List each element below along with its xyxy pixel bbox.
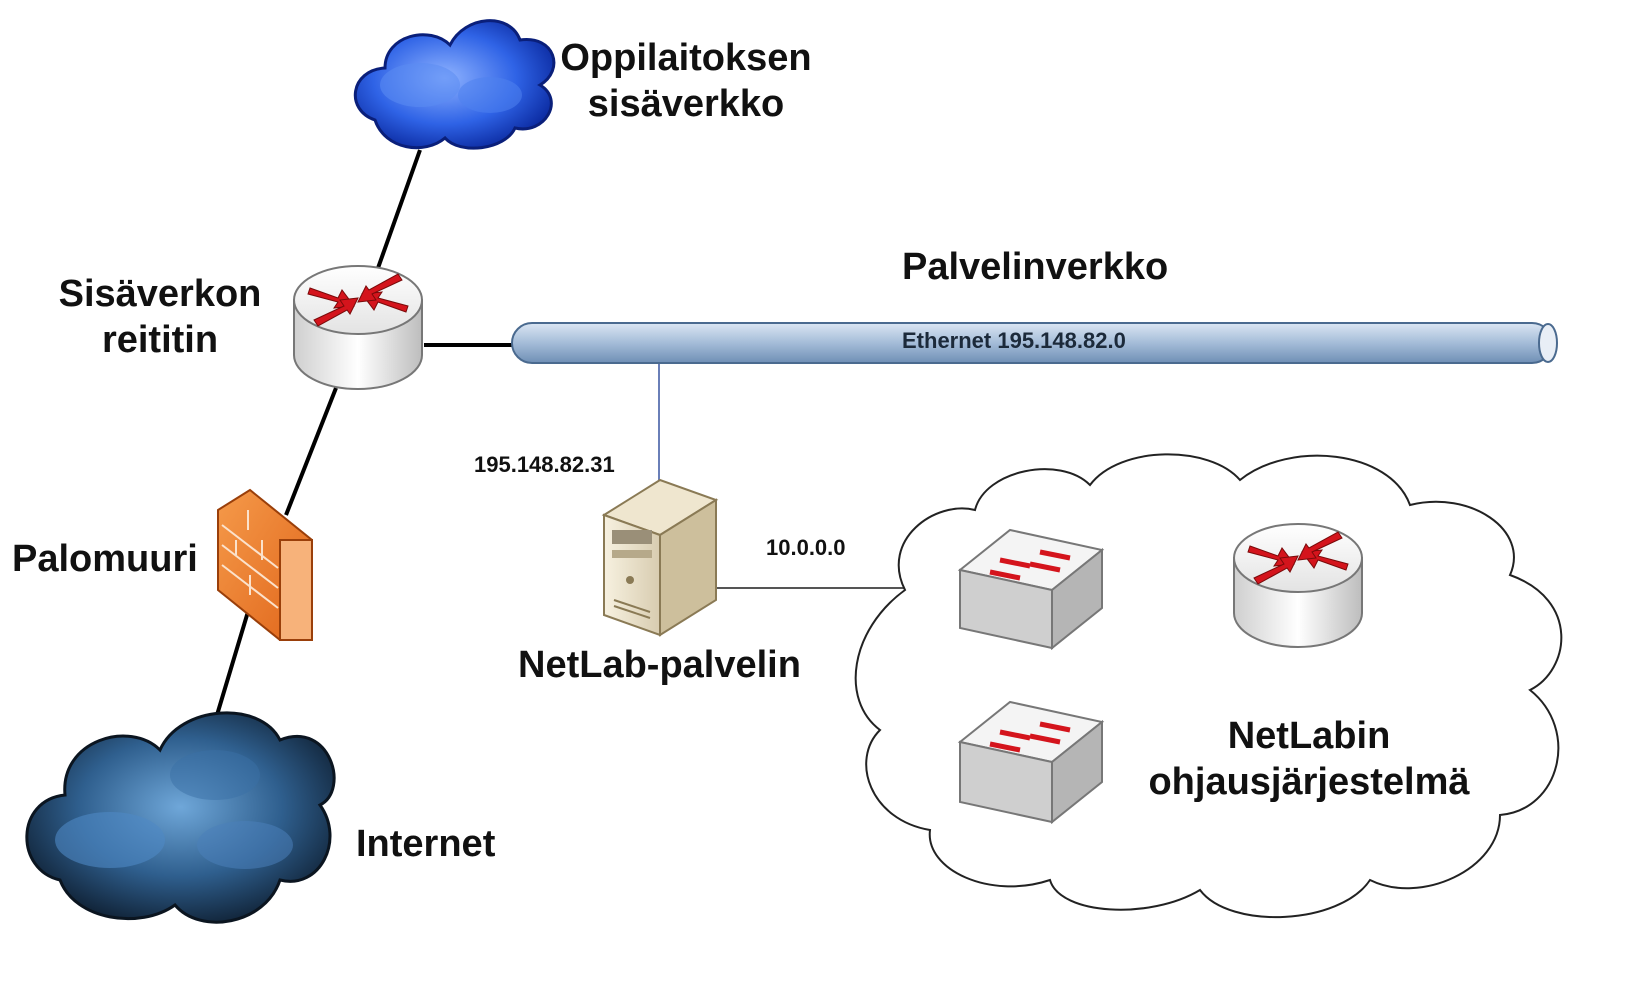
label-internal-network: Oppilaitoksen sisäverkko: [560, 37, 812, 125]
label-control-system: NetLabin ohjausjärjestelmä: [1148, 715, 1470, 803]
label-firewall: Palomuuri: [12, 538, 198, 580]
ethernet-bus: [511, 322, 1558, 364]
link-router-firewall: [284, 387, 338, 516]
router-icon: [293, 265, 423, 390]
link-router-intranet: [376, 149, 422, 269]
firewall-icon: [217, 488, 313, 641]
label-ethernet: Ethernet 195.148.82.0: [902, 328, 1126, 353]
switch-icon: [957, 700, 1105, 825]
cloud-icon: [25, 711, 336, 924]
server-icon: [601, 478, 719, 637]
label-lab-subnet: 10.0.0.0: [766, 535, 846, 560]
label-internet: Internet: [356, 823, 496, 865]
cloud-icon: [353, 19, 556, 150]
switch-icon: [957, 528, 1105, 651]
label-server-ip: 195.148.82.31: [474, 452, 615, 477]
router-icon: [1233, 523, 1363, 648]
label-netlab-server: NetLab-palvelin: [518, 644, 801, 686]
label-server-network: Palvelinverkko: [902, 246, 1169, 288]
label-internal-router: Sisäverkon reititin: [58, 273, 262, 361]
control-system-cloud: [854, 453, 1563, 919]
